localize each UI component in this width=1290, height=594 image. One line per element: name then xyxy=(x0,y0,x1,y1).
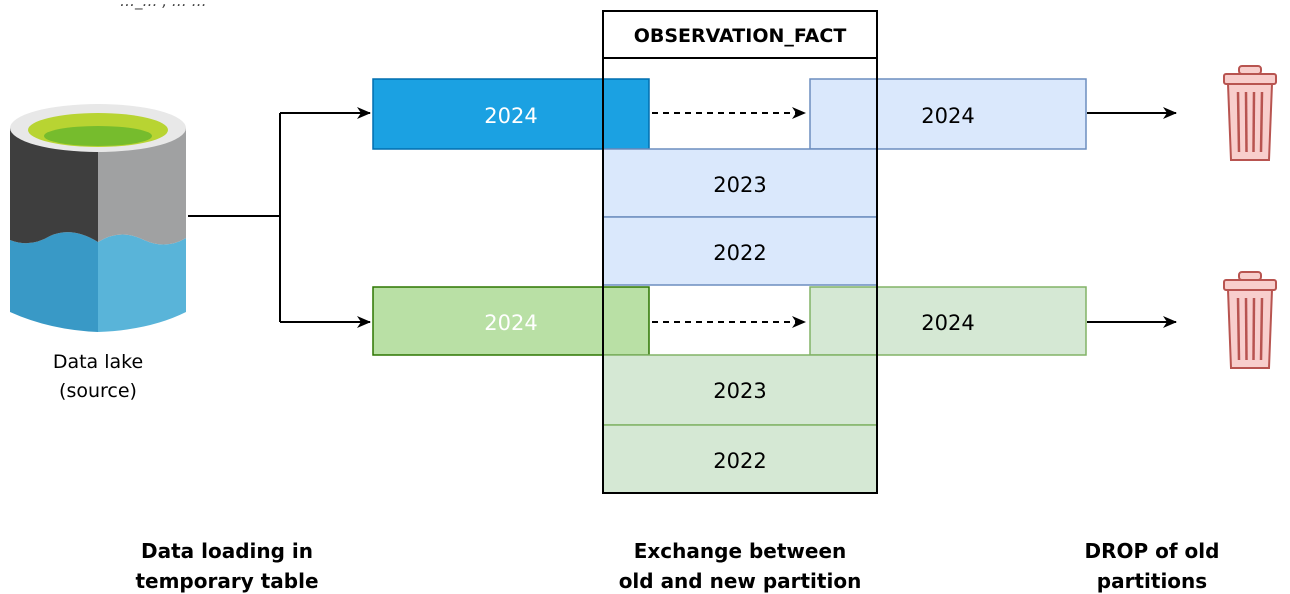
green-old-partition-label: 2024 xyxy=(921,311,974,335)
green-new-partition-label: 2024 xyxy=(484,311,537,335)
caption-exchange-line2: old and new partition xyxy=(619,569,862,593)
source-connectors xyxy=(188,107,371,328)
blue-partition-2023 xyxy=(602,148,878,218)
source-label-line1: Data lake xyxy=(53,351,143,373)
blue-partition-2022 xyxy=(602,216,878,286)
green-partition-2023-label: 2023 xyxy=(713,379,766,403)
blue-old-partition-label: 2024 xyxy=(921,104,974,128)
observation-fact-table xyxy=(602,10,878,494)
blue-partition-2022-label: 2022 xyxy=(713,241,766,265)
blue-new-partition-label: 2024 xyxy=(484,104,537,128)
trash-icon xyxy=(1223,271,1277,369)
data-lake-cylinder-icon xyxy=(10,104,186,332)
green-partition-2022-label: 2022 xyxy=(713,449,766,473)
table-title: OBSERVATION_FACT xyxy=(634,25,847,47)
green-old-partition xyxy=(809,286,1087,356)
caption-loading-line1: Data loading in xyxy=(141,539,313,563)
blue-partition-2023-label: 2023 xyxy=(713,173,766,197)
caption-exchange-line1: Exchange between xyxy=(634,539,847,563)
trash-icon xyxy=(1223,65,1277,161)
blue-old-partition xyxy=(809,78,1087,150)
caption-loading-line2: temporary table xyxy=(135,569,318,593)
top-clipped-text: …_… , … … xyxy=(120,0,207,11)
caption-drop-line2: partitions xyxy=(1097,569,1207,593)
source-label-line2: (source) xyxy=(59,380,137,402)
caption-drop-line1: DROP of old xyxy=(1085,539,1220,563)
